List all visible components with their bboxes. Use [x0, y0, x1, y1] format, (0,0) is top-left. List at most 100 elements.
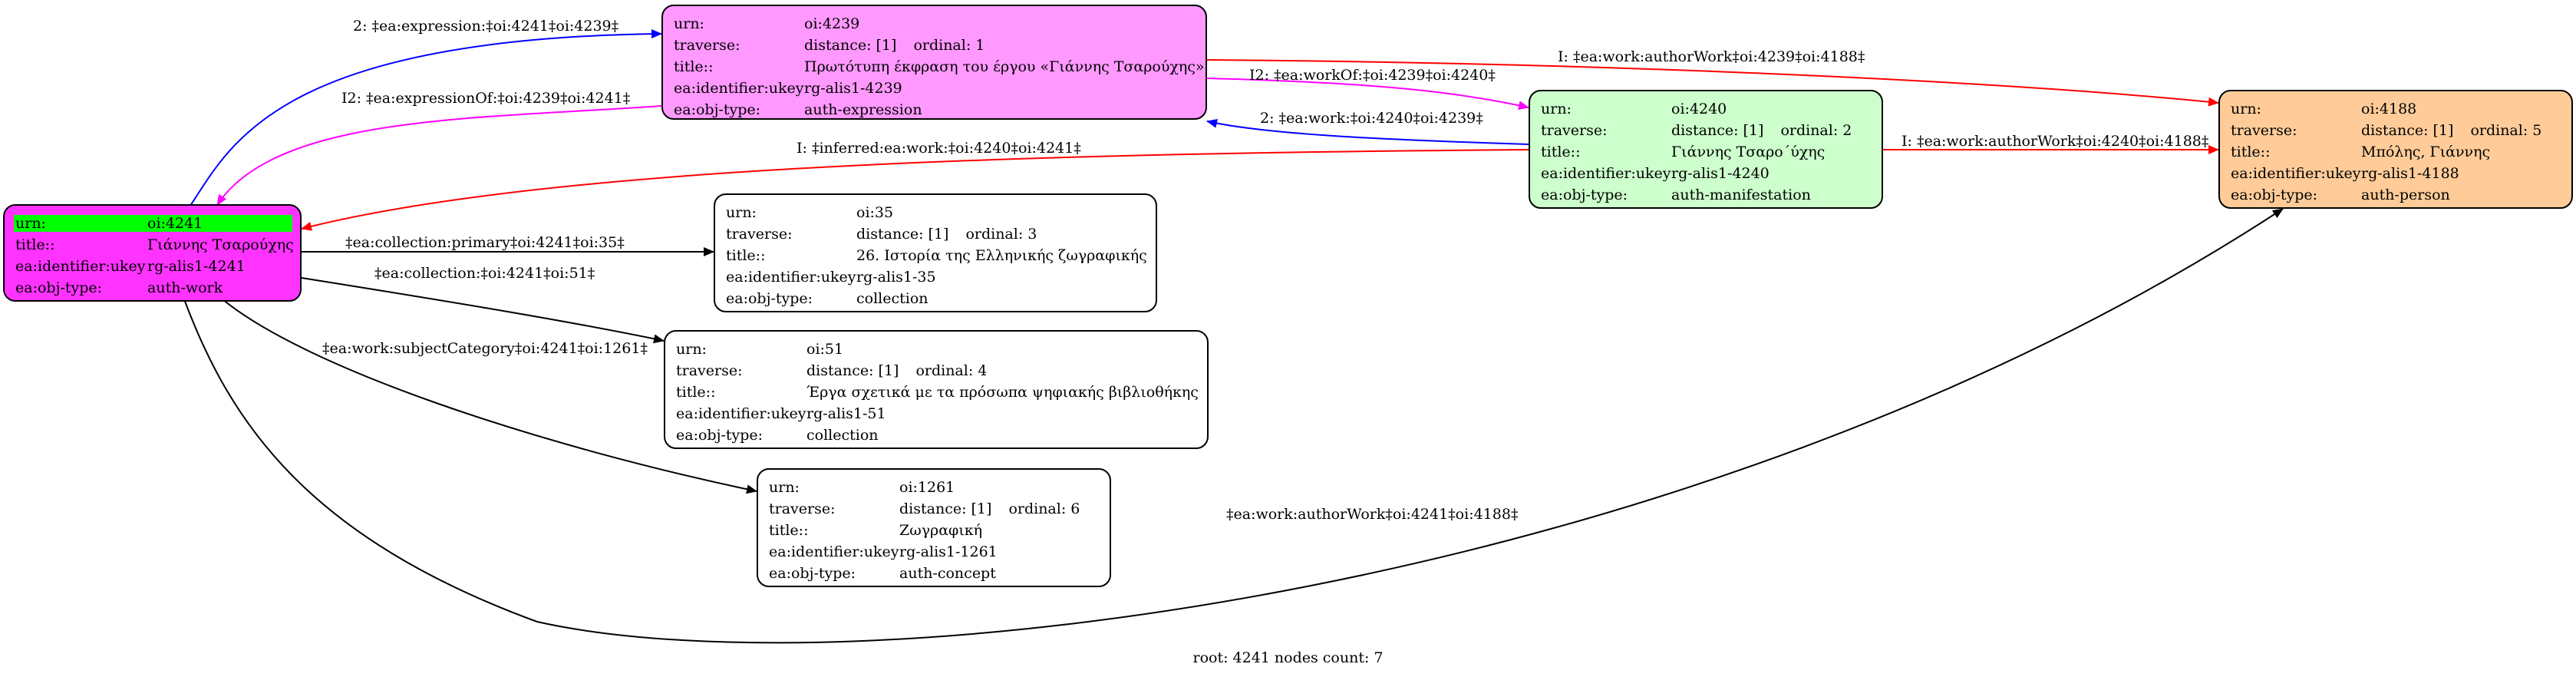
field-value-part: Έργα σχετικά με τα πρόσωπα ψηφιακής βιβλ… — [806, 384, 1199, 401]
node-field-row: traverse:distance: [1]ordinal: 2 — [1541, 120, 1874, 141]
node-field-row: traverse: distance: [1] ordinal: 6 — [769, 498, 1102, 520]
field-key: title:: — [1541, 144, 1581, 160]
field-value: distance: [1]ordinal: 1 — [804, 37, 985, 54]
edge-label-workof: I2: ‡ea:workOf:‡oi:4239‡oi:4240‡ — [1249, 67, 1496, 84]
field-value-part: Πρωτότυπη έκφραση του έργου «Γιάννης Τσα… — [804, 58, 1205, 75]
edge-label-inferred: I: ‡inferred:ea:work:‡oi:4240‡oi:4241‡ — [797, 140, 1081, 157]
field-key: title:: — [726, 247, 766, 264]
node-field-row: traverse:distance: [1]ordinal: 5 — [2231, 120, 2564, 141]
field-value-part: auth-work — [147, 279, 223, 296]
edge-authorwork-4241-4188 — [183, 208, 2284, 644]
field-value: Γιάννης Τσαρο΄ύχης — [1671, 144, 1825, 160]
node-field-row: urn:oi:4240 — [1541, 98, 1874, 120]
field-key: ea:identifier:ukey — [2231, 165, 2361, 182]
field-value-part: Γιάννης Τσαρο΄ύχης — [1671, 144, 1826, 160]
field-value-part: oi:4239 — [804, 15, 860, 32]
node-field-row: ea:obj-type:auth-expression — [674, 99, 1198, 121]
field-value-part: distance: [1] — [2361, 122, 2454, 139]
field-value-part: auth-concept — [899, 565, 996, 582]
edge-work-4240-4239 — [1206, 118, 1529, 145]
field-value-part: oi:4241 — [147, 215, 203, 232]
edge-label-work: 2: ‡ea:work:‡oi:4240‡oi:4239‡ — [1260, 110, 1483, 127]
field-value-part: Γιάννης Τσαρούχης — [147, 236, 294, 253]
field-value: distance: [1]ordinal: 3 — [856, 226, 1037, 243]
node-field-row: title::Ζωγραφική — [769, 520, 1102, 541]
field-key: ea:obj-type: — [2231, 187, 2318, 203]
node-field-row: ea:obj-type:auth-manifestation — [1541, 184, 1874, 206]
field-value: oi:4188 — [2361, 101, 2416, 117]
field-value: distance: [1] ordinal: 4 — [806, 362, 987, 379]
field-key: traverse: — [676, 362, 743, 379]
node-field-row: ea:obj-type:auth-work — [15, 277, 292, 299]
node-field-row: ea:obj-type: auth-concept — [769, 563, 1102, 584]
field-value-part: ordinal: 4 — [915, 362, 988, 379]
field-value: auth-work — [146, 279, 292, 296]
field-value: auth-manifestation — [1671, 187, 1811, 203]
field-value-part: distance: [1] — [1671, 122, 1764, 139]
field-value-part: distance: [1] — [899, 500, 992, 517]
node-field-row: title::Έργα σχετικά με τα πρόσωπα ψηφιακ… — [676, 381, 1199, 403]
field-value-part: Μπόλης, Γιάννης — [2361, 144, 2491, 160]
field-key: title:: — [676, 384, 716, 401]
field-key: ea:identifier:ukey — [769, 543, 899, 560]
field-value: auth-expression — [804, 101, 922, 118]
field-value-part: rg-alis1-4240 — [1671, 165, 1770, 182]
field-value: collection — [856, 290, 928, 307]
field-value-part: oi:51 — [806, 341, 844, 358]
node-field-row: traverse: distance: [1] ordinal: 4 — [676, 360, 1199, 381]
node-field-row: title::Μπόλης, Γιάννης — [2231, 141, 2564, 163]
node-4239[interactable]: urn: oi:4239 traverse:distance: [1]ordinal… — [661, 5, 1207, 120]
field-key: urn: — [769, 479, 800, 496]
node-field-row: traverse:distance: [1]ordinal: 1 — [674, 35, 1198, 56]
field-value-part: auth-person — [2361, 187, 2450, 203]
field-value-part: distance: [1] — [804, 37, 897, 54]
node-field-row: title::Γιάννης Τσαρούχης — [15, 234, 294, 256]
node-field-row: title::26. Ιστορία της Ελληνικής ζωγραφι… — [726, 245, 1148, 266]
edge-workof-4239-4240 — [1206, 78, 1529, 111]
field-value-part: collection — [856, 290, 928, 307]
field-value: rg-alis1-1261 — [899, 543, 998, 560]
field-value-part: oi:4188 — [2361, 101, 2417, 117]
node-field-row: urn: oi:4239 — [674, 13, 1198, 35]
field-value: auth-concept — [899, 565, 996, 582]
field-value-part: ordinal: 6 — [1008, 500, 1080, 517]
field-value-part: distance: [1] — [806, 362, 899, 379]
field-value: Έργα σχετικά με τα πρόσωπα ψηφιακής βιβλ… — [806, 384, 1199, 401]
node-field-row: title::Γιάννης Τσαρο΄ύχης — [1541, 141, 1874, 163]
field-key: traverse: — [726, 226, 793, 243]
node-field-row: ea:obj-type: collection — [726, 288, 1148, 309]
edge-expressionof-4239-4241 — [216, 105, 662, 206]
field-value-part: ordinal: 2 — [1780, 122, 1852, 139]
edge-label-subjectcategory: ‡ea:work:subjectCategory‡oi:4241‡oi:1261… — [322, 340, 648, 357]
field-value: oi:4239 — [804, 15, 859, 32]
field-key: ea:obj-type: — [726, 290, 813, 307]
field-key: traverse: — [769, 500, 836, 517]
field-value: oi:51 — [806, 341, 843, 358]
field-key: traverse: — [2231, 122, 2297, 139]
field-value: distance: [1] ordinal: 6 — [899, 500, 1080, 517]
field-key: urn: — [674, 15, 704, 32]
field-value-part: Ζωγραφική — [899, 522, 983, 539]
field-key: ea:obj-type: — [676, 427, 764, 444]
field-key: ea:obj-type: — [769, 565, 856, 582]
field-key: ea:identifier:ukey — [674, 80, 804, 97]
field-value-part: ordinal: 3 — [965, 226, 1037, 243]
field-value: rg-alis1-4188 — [2361, 165, 2459, 182]
field-value-part: rg-alis1-51 — [806, 405, 886, 422]
field-key: ea:identifier:ukey — [676, 405, 806, 422]
field-value-part: auth-manifestation — [1671, 187, 1811, 203]
field-value: oi:35 — [856, 204, 893, 221]
field-value-part: rg-alis1-4188 — [2361, 165, 2459, 182]
node-field-row: traverse: distance: [1]ordinal: 3 — [726, 223, 1148, 245]
field-value: 26. Ιστορία της Ελληνικής ζωγραφικής — [856, 247, 1147, 264]
